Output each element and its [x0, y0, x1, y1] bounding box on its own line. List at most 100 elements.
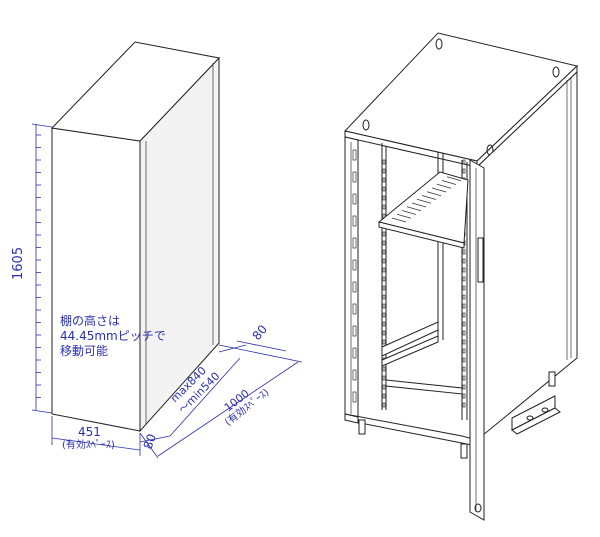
rail-hole — [382, 402, 386, 408]
post-slot — [352, 171, 357, 183]
door-handle — [477, 237, 484, 283]
offset-front-line — [139, 435, 171, 443]
post-slot — [352, 237, 357, 249]
rack-top-face — [50, 41, 220, 142]
rail-hole — [462, 366, 466, 372]
top-hole — [552, 66, 560, 78]
pitch-ticks — [36, 134, 41, 398]
rail-hole — [382, 177, 386, 183]
shelf-vent — [436, 183, 452, 189]
height-ext-bottom — [31, 409, 53, 414]
offset-back-label: 80 — [250, 322, 271, 343]
shelf-vent — [441, 180, 457, 185]
rail-hole — [382, 375, 386, 381]
shelf-front-lip — [378, 221, 465, 249]
post-slot — [352, 149, 357, 161]
rail-hole — [382, 285, 386, 291]
shelf-vent — [421, 195, 437, 200]
depth-total-line — [157, 361, 299, 457]
note-line-2: 44.45mmピッチで — [60, 329, 166, 343]
rail-hole — [382, 186, 386, 192]
lower-crossbar — [381, 335, 439, 367]
rail-hole — [462, 339, 466, 345]
rail-hole — [462, 321, 466, 327]
height-dimension: 1605 — [11, 123, 53, 414]
height-ext-top — [31, 123, 53, 128]
rail-hole — [382, 393, 386, 399]
rail-hole — [382, 321, 386, 327]
width-label: 451 — [78, 425, 101, 439]
left-rack-outline — [50, 41, 220, 433]
rail-hole — [462, 312, 466, 318]
shelf-vents — [391, 176, 462, 223]
shelf-vent — [416, 198, 432, 204]
rail-hole — [382, 231, 386, 237]
rail-hole — [382, 249, 386, 255]
offset-front-label: 80 — [141, 432, 159, 451]
rail-hole — [462, 393, 466, 399]
width-dim-line — [51, 437, 141, 451]
rail-hole — [382, 384, 386, 390]
post-slots — [352, 149, 357, 403]
rack-base-edge — [344, 413, 359, 424]
rail-hole — [382, 168, 386, 174]
leveling-foot — [460, 443, 468, 459]
bottom-rail — [385, 379, 463, 395]
rail-hole — [382, 240, 386, 246]
shelf-vent — [406, 206, 422, 212]
post-slot — [352, 281, 357, 293]
rail-hole — [382, 339, 386, 345]
depth-inner-line — [169, 357, 241, 437]
open-door — [469, 159, 485, 521]
post-slot — [352, 303, 357, 315]
shelf-vent — [401, 210, 417, 215]
bracket-hole — [541, 407, 549, 413]
rail-hole — [462, 303, 466, 309]
rail-hole — [462, 276, 466, 282]
rail-hole — [382, 276, 386, 282]
leveling-foot — [548, 371, 556, 387]
top-hole — [435, 38, 443, 50]
rail-hole — [382, 258, 386, 264]
rail-hole — [382, 195, 386, 201]
rail-hole — [382, 204, 386, 210]
rail-hole — [462, 330, 466, 336]
top-hole — [362, 119, 370, 131]
offset-back-line — [218, 344, 247, 353]
shelf-vent — [426, 191, 442, 197]
depth-ext-front — [139, 432, 159, 459]
shelf-note: 棚の高さは 44.45mmピッチで 移動可能 — [60, 313, 166, 358]
rail-hole — [462, 267, 466, 273]
rail-hole — [462, 402, 466, 408]
stabilizer-bracket-base — [511, 407, 561, 435]
rail-hole — [462, 285, 466, 291]
rail-hole — [382, 366, 386, 372]
rail-hole — [382, 294, 386, 300]
note-line-1: 棚の高さは — [60, 313, 120, 328]
post-slot — [352, 369, 357, 381]
rail-hole — [382, 303, 386, 309]
post-slot — [352, 193, 357, 205]
post-slot — [352, 215, 357, 227]
rail-hole — [462, 357, 466, 363]
shelf — [377, 171, 469, 244]
width-dimension: 451 (有効ｽﾍﾟｰｽ) — [51, 416, 141, 456]
rail-hole — [462, 159, 466, 165]
rail-hole — [382, 312, 386, 318]
rail-hole — [382, 267, 386, 273]
rail-hole — [382, 159, 386, 165]
width-sub-label: (有効ｽﾍﾟｰｽ) — [62, 438, 115, 451]
shelf-vent — [391, 217, 407, 223]
bracket-hole — [526, 415, 534, 421]
post-slot — [352, 391, 357, 403]
post-slot — [352, 347, 357, 359]
rail-hole — [462, 258, 466, 264]
rail-hole — [462, 294, 466, 300]
height-label: 1605 — [11, 247, 26, 280]
shelf-vent — [446, 176, 462, 182]
lower-crossbar — [381, 321, 439, 357]
shelf-vent — [396, 213, 412, 219]
depth-ext-back — [218, 344, 303, 363]
